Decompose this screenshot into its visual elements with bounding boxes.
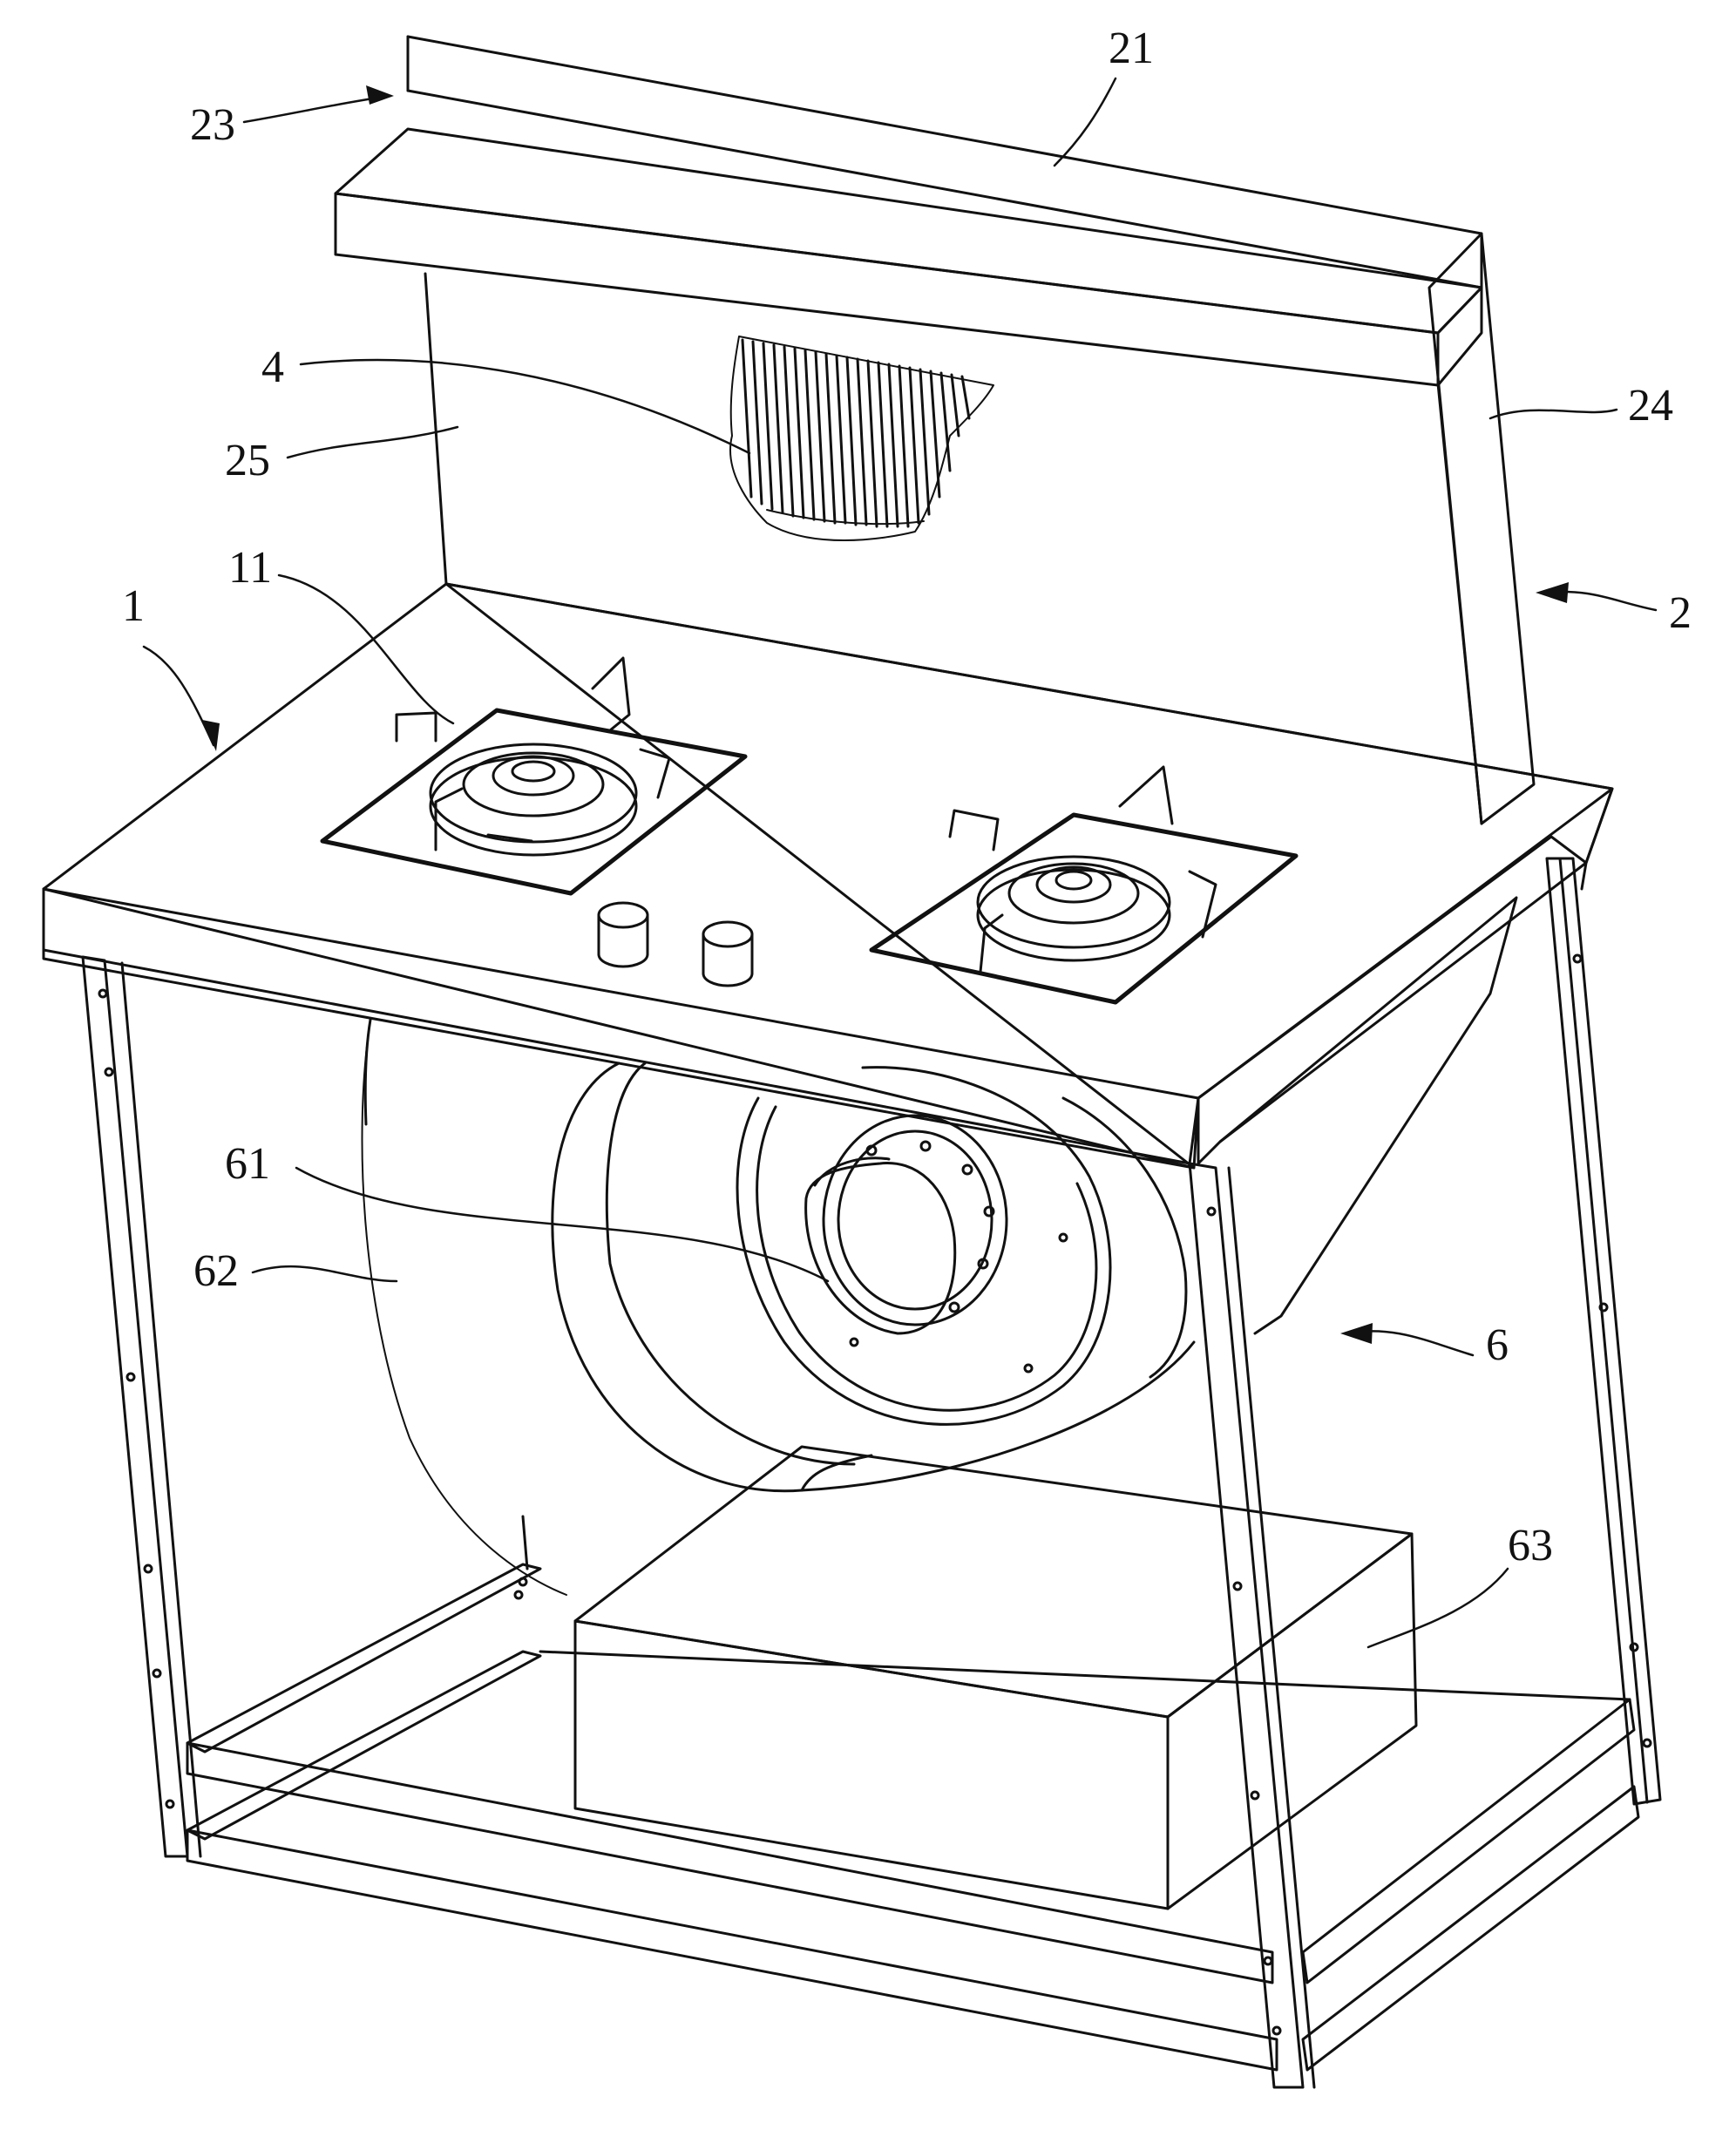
label-21: 21 [1109,24,1154,73]
label-11: 11 [228,543,272,593]
label-24: 24 [1628,381,1673,431]
label-61: 61 [225,1139,270,1189]
label-4: 4 [261,343,284,392]
frame-rivets [98,953,1652,2036]
range-hood [334,35,1536,825]
reference-labels: 21 23 4 24 25 11 1 2 61 62 6 [122,24,1692,1649]
label-25: 25 [225,436,270,485]
storage-box [573,1445,1418,1910]
label-1: 1 [122,581,145,631]
fan-assembly [361,1018,1196,1596]
cabinet-frame [81,857,1662,2089]
right-burner [869,765,1299,1005]
hood-back-panel [424,272,1483,825]
label-62: 62 [193,1246,239,1296]
left-burner [320,656,748,896]
hood-filter [729,336,994,541]
label-23: 23 [190,100,235,150]
label-2: 2 [1669,588,1692,638]
label-6: 6 [1486,1320,1509,1370]
control-knobs [597,901,754,987]
hood-top-cover [406,35,1483,289]
label-63: 63 [1508,1521,1553,1570]
stove-top [42,582,1614,1170]
